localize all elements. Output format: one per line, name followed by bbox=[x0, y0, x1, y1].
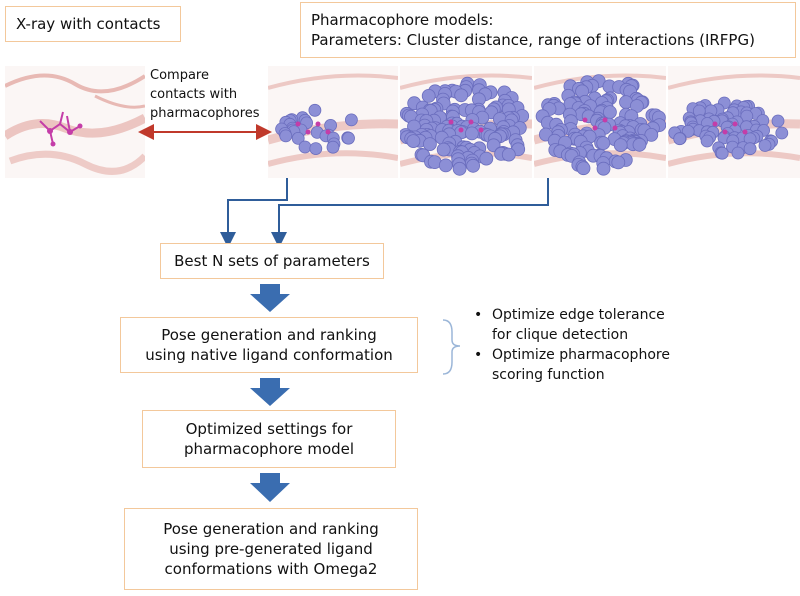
pharmacophore-sphere bbox=[298, 140, 312, 154]
bullet-item: Optimize pharmacophore scoring function bbox=[470, 345, 670, 385]
pharmacophore-model-3-svg bbox=[534, 66, 666, 178]
pharmacophore-sphere bbox=[596, 161, 611, 176]
pharmacophore-sphere bbox=[309, 142, 323, 155]
compare-label-line1: Compare bbox=[150, 68, 209, 83]
pharmacophore-sphere bbox=[775, 126, 789, 140]
pharmacophore-sphere bbox=[603, 105, 617, 119]
bullet-1-line2: for clique detection bbox=[492, 327, 629, 343]
step-arrow-2 bbox=[250, 378, 290, 406]
pharmacophore-sphere bbox=[596, 136, 611, 150]
pose-omega-box: Pose generation and ranking using pre-ge… bbox=[124, 508, 418, 590]
pharmacophore-header-line1: Pharmacophore models: bbox=[311, 11, 494, 29]
pharmacophore-sphere bbox=[345, 113, 358, 127]
bullet-2-line2: scoring function bbox=[492, 367, 605, 383]
pharmacophore-sphere bbox=[632, 137, 647, 152]
ligand-atom bbox=[582, 117, 588, 123]
optimized-settings-line1: Optimized settings for bbox=[185, 420, 353, 438]
pharmacophore-sphere bbox=[576, 161, 591, 176]
pharmacophore-sphere bbox=[466, 158, 480, 173]
pharmacophore-sphere bbox=[452, 161, 467, 176]
pose-omega-line3: conformations with Omega2 bbox=[164, 560, 378, 578]
ligand-atom bbox=[732, 121, 738, 127]
compare-label-line2: contacts with bbox=[150, 87, 238, 102]
pharmacophore-sphere bbox=[438, 158, 453, 173]
ligand-atom bbox=[602, 117, 608, 123]
pharmacophore-sphere bbox=[743, 142, 757, 156]
ligand-atom bbox=[325, 129, 331, 135]
pharmacophore-sphere bbox=[465, 126, 479, 141]
ligand-atom bbox=[305, 129, 311, 135]
optimized-settings-box: Optimized settings for pharmacophore mod… bbox=[142, 410, 396, 468]
step-arrow-1 bbox=[250, 284, 290, 312]
pharmacophore-model-4-image bbox=[668, 66, 800, 178]
pharmacophore-model-4-svg bbox=[668, 66, 800, 178]
pharmacophore-sphere bbox=[406, 134, 421, 148]
ligand-atom bbox=[722, 129, 728, 135]
pharmacophore-sphere bbox=[342, 131, 355, 145]
pharmacophore-model-1-svg bbox=[268, 66, 398, 178]
connector-right bbox=[271, 178, 549, 248]
pharmacophore-sphere bbox=[613, 138, 628, 152]
ligand-atom bbox=[468, 119, 474, 125]
optimization-bullets: Optimize edge tolerance for clique detec… bbox=[470, 305, 670, 385]
xray-header-label: X-ray with contacts bbox=[16, 15, 161, 33]
xray-structure-image bbox=[5, 66, 145, 178]
ligand-atom bbox=[612, 125, 618, 131]
bullet-bracket bbox=[442, 319, 461, 375]
pharmacophore-sphere bbox=[611, 155, 626, 170]
pharmacophore-header-line2: Parameters: Cluster distance, range of i… bbox=[311, 31, 755, 49]
pharmacophore-sphere bbox=[771, 114, 785, 128]
compare-label-line3: pharmacophores bbox=[150, 106, 260, 121]
ligand-atom bbox=[592, 125, 598, 131]
best-parameters-box: Best N sets of parameters bbox=[160, 243, 384, 279]
pharmacophore-model-1-image bbox=[268, 66, 398, 178]
pose-omega-line2: using pre-generated ligand bbox=[169, 540, 373, 558]
pose-native-line2: using native ligand conformation bbox=[145, 346, 393, 364]
pose-native-line1: Pose generation and ranking bbox=[161, 326, 377, 344]
ligand-atom bbox=[295, 121, 301, 127]
pharmacophore-sphere bbox=[308, 103, 322, 117]
pharmacophore-sphere bbox=[436, 142, 451, 157]
pharmacophore-sphere bbox=[644, 128, 659, 142]
pharmacophore-sphere bbox=[731, 146, 745, 160]
pharmacophore-sphere bbox=[454, 88, 469, 103]
ligand-atom bbox=[478, 127, 484, 133]
pharmacophore-sphere bbox=[422, 137, 437, 151]
pose-omega-line1: Pose generation and ranking bbox=[163, 520, 379, 538]
pharmacophore-sphere bbox=[758, 139, 772, 152]
pharmacophore-sphere bbox=[715, 146, 729, 160]
pharmacophore-sphere bbox=[479, 151, 494, 166]
ligand-atom bbox=[458, 127, 464, 133]
pharmacophore-sphere bbox=[681, 125, 695, 138]
pharmacophore-header-box: Pharmacophore models: Parameters: Cluste… bbox=[300, 2, 796, 58]
xray-header-box: X-ray with contacts bbox=[5, 6, 181, 42]
pharmacophore-model-2-svg bbox=[400, 66, 532, 178]
pharmacophore-sphere bbox=[700, 134, 714, 148]
pharmacophore-sphere bbox=[501, 147, 516, 162]
ligand-atom bbox=[712, 121, 718, 127]
bullet-item: Optimize edge tolerance for clique detec… bbox=[470, 305, 670, 345]
connector-left bbox=[220, 178, 288, 248]
pharmacophore-sphere bbox=[291, 132, 305, 145]
bullet-2-line1: Optimize pharmacophore bbox=[492, 347, 670, 363]
ligand-atom bbox=[448, 119, 454, 125]
best-parameters-label: Best N sets of parameters bbox=[174, 252, 370, 270]
pose-native-box: Pose generation and ranking using native… bbox=[120, 317, 418, 373]
pharmacophore-model-2-image bbox=[400, 66, 532, 178]
pharmacophore-sphere bbox=[279, 129, 293, 143]
bullet-1-line1: Optimize edge tolerance bbox=[492, 307, 665, 323]
pharmacophore-sphere bbox=[673, 132, 687, 146]
compare-label: Compare contacts with pharmacophores bbox=[150, 66, 260, 123]
ligand-atom bbox=[742, 129, 748, 135]
step-arrow-3 bbox=[250, 473, 290, 502]
optimized-settings-line2: pharmacophore model bbox=[183, 440, 355, 458]
pharmacophore-sphere bbox=[421, 88, 436, 103]
pharmacophore-model-3-image bbox=[534, 66, 666, 178]
pharmacophore-sphere bbox=[326, 140, 340, 154]
ligand-atom bbox=[315, 121, 321, 127]
